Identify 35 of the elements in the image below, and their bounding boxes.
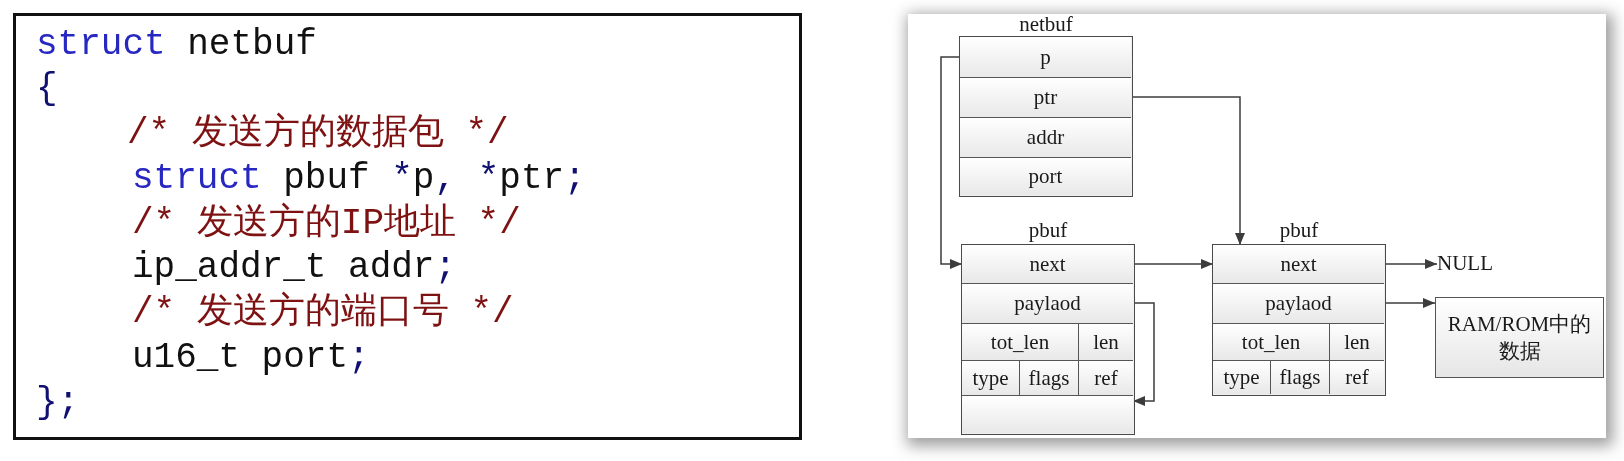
field-cell: paylaod bbox=[962, 283, 1133, 323]
arrow bbox=[940, 56, 963, 269]
field-cell: len bbox=[1329, 323, 1384, 360]
struct-title: netbuf bbox=[1019, 12, 1073, 36]
field-cell: ref bbox=[1329, 360, 1384, 394]
field-cell: ref bbox=[1078, 360, 1133, 395]
code-line: /* 发送方的数据包 */ bbox=[127, 112, 509, 157]
data-box: RAM/ROM中的数据 bbox=[1435, 297, 1604, 378]
code-line: /* 发送方的IP地址 */ bbox=[132, 201, 521, 246]
field-cell: type bbox=[1213, 360, 1270, 394]
field-cell: p bbox=[960, 37, 1131, 77]
field-cell: flags bbox=[1270, 360, 1329, 394]
terminal-label: NULL bbox=[1437, 251, 1493, 275]
field-cell: port bbox=[960, 157, 1131, 195]
code-line: { bbox=[36, 67, 58, 112]
code-line: ip_addr_t addr; bbox=[132, 246, 457, 291]
field-cell: next bbox=[1213, 245, 1384, 283]
code-line: struct netbuf bbox=[36, 22, 317, 67]
field-cell: next bbox=[962, 245, 1133, 283]
code-line: }; bbox=[36, 380, 80, 425]
code-line: u16_t port; bbox=[132, 335, 370, 380]
field-cell: addr bbox=[960, 117, 1131, 157]
code-line: /* 发送方的端口号 */ bbox=[132, 291, 514, 336]
field-cell: paylaod bbox=[1213, 283, 1384, 323]
code-line: struct pbuf *p, *ptr; bbox=[132, 156, 586, 201]
field-cell: len bbox=[1078, 323, 1133, 360]
field-cell: tot_len bbox=[1213, 323, 1329, 360]
empty-cell bbox=[962, 395, 1133, 433]
field-cell: type bbox=[962, 360, 1019, 395]
code-box bbox=[13, 13, 802, 440]
field-cell: flags bbox=[1019, 360, 1078, 395]
field-cell: ptr bbox=[960, 77, 1131, 117]
struct-title: pbuf bbox=[1028, 218, 1068, 242]
field-cell: tot_len bbox=[962, 323, 1078, 360]
struct-title: pbuf bbox=[1279, 218, 1319, 242]
